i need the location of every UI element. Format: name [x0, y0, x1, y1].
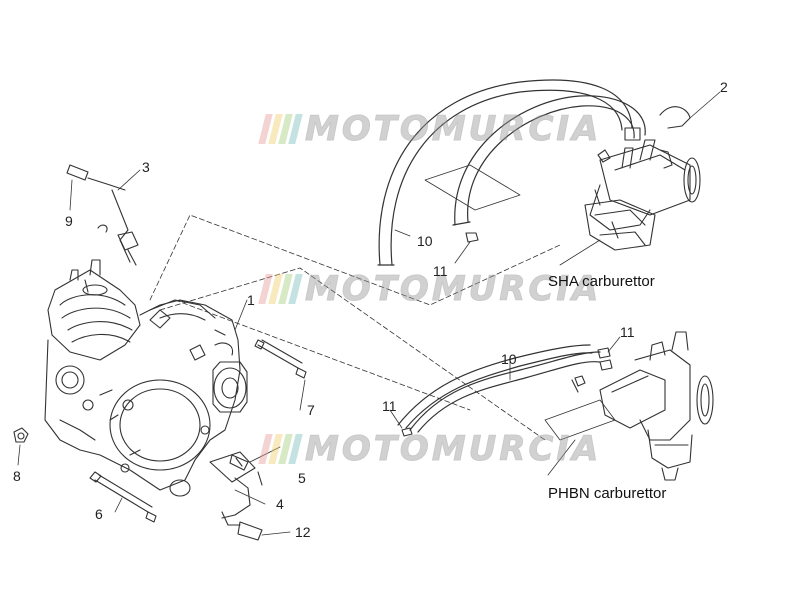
- hose-clamp-mid-left: [401, 427, 413, 437]
- spring-5: [229, 454, 249, 471]
- callout-4: 4: [276, 496, 284, 512]
- callout-1: 1: [247, 292, 255, 308]
- phbn-hoses: [397, 344, 601, 433]
- phbn-carburettor-drawing: [544, 331, 714, 481]
- callout-5: 5: [298, 470, 306, 486]
- watermark-color-bars: [258, 274, 303, 304]
- watermark-bottom: MOTOMURCIA: [258, 429, 602, 470]
- callout-12: 12: [295, 524, 311, 540]
- watermark-color-bars: [258, 434, 303, 464]
- watermark-text: MOTOMURCIA: [304, 109, 602, 150]
- callout-10-top: 10: [417, 233, 433, 249]
- kick-starter-lever: [209, 451, 263, 541]
- callout-7: 7: [307, 402, 315, 418]
- callout-8: 8: [13, 468, 21, 484]
- callout-11-mid-right: 11: [620, 324, 635, 340]
- callout-9: 9: [65, 213, 73, 229]
- assembly-guide-lines: [149, 214, 561, 441]
- watermark-text: MOTOMURCIA: [304, 429, 602, 470]
- watermark-text: MOTOMURCIA: [304, 269, 602, 310]
- watermark-color-bars: [258, 114, 303, 144]
- fuel-hoses-top: [377, 79, 646, 266]
- callout-11-top: 11: [433, 263, 448, 279]
- hose-clamp-top: [465, 232, 479, 243]
- long-bolt-6: [89, 471, 157, 523]
- watermark-top: MOTOMURCIA: [258, 109, 602, 150]
- nut-8: [13, 427, 29, 443]
- watermark-middle: MOTOMURCIA: [258, 269, 602, 310]
- sha-carburettor-label: SHA carburettor: [548, 273, 655, 290]
- long-bolt-7: [254, 339, 307, 379]
- leader-lines: [17, 91, 721, 536]
- callout-10-mid: 10: [501, 351, 517, 367]
- callout-6: 6: [95, 506, 103, 522]
- callout-2: 2: [720, 79, 728, 95]
- phbn-carburettor-label: PHBN carburettor: [548, 485, 667, 502]
- control-arm: [66, 164, 139, 266]
- engine-block-drawing: [44, 259, 248, 497]
- callout-3: 3: [142, 159, 150, 175]
- callout-11-mid-left: 11: [382, 398, 397, 414]
